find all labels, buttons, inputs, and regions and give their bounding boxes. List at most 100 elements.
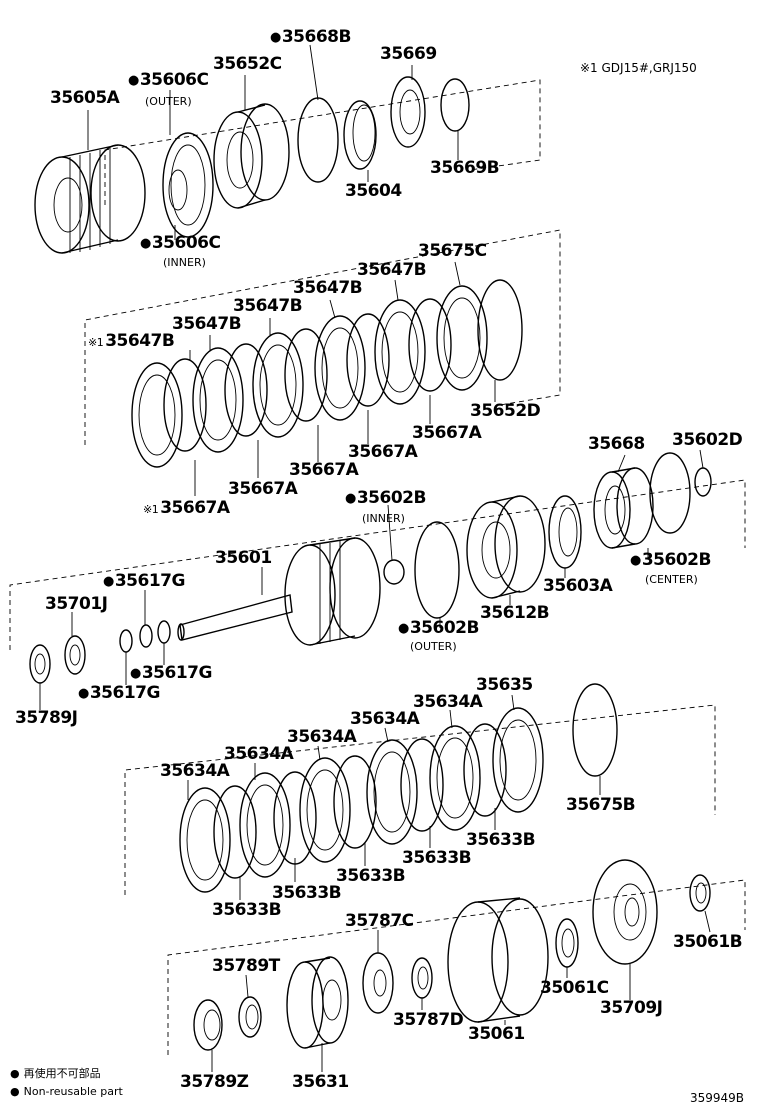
part-label-35635[interactable]: 35635 <box>476 675 533 695</box>
ring-35617G-a <box>157 620 171 644</box>
ring-gear-35709J <box>592 859 658 965</box>
part-label-35634A[interactable]: 35634A <box>160 761 230 781</box>
part-label-35647B[interactable]: 35647B <box>357 260 427 280</box>
group-box-3 <box>9 479 746 650</box>
part-label-35612B[interactable]: 35612B <box>480 603 550 623</box>
part-label-35061C[interactable]: 35061C <box>540 978 609 998</box>
part-label-35667A[interactable]: 35667A <box>412 423 482 443</box>
part-label-35061[interactable]: 35061 <box>468 1024 525 1044</box>
group-box-2 <box>84 229 561 445</box>
part-label-35602B-center[interactable]: 35602B <box>630 552 712 569</box>
part-label-35601[interactable]: 35601 <box>215 548 272 568</box>
o-ring-35602B-outer <box>414 521 460 619</box>
part-label-35668[interactable]: 35668 <box>588 434 645 454</box>
part-label-35667A[interactable]: 35667A <box>289 460 359 480</box>
part-label-35602B-inner[interactable]: 35602B <box>345 490 427 507</box>
part-label-35633B[interactable]: 35633B <box>336 866 406 886</box>
part-label-35789J[interactable]: 35789J <box>15 708 78 728</box>
part-label-35634A[interactable]: 35634A <box>413 692 483 712</box>
part-label-35631[interactable]: 35631 <box>292 1072 349 1092</box>
snap-ring-35602D <box>694 467 712 497</box>
part-label-35669B[interactable]: 35669B <box>430 158 500 178</box>
part-label-35667A[interactable]: 35667A <box>228 479 298 499</box>
part-label-35675B[interactable]: 35675B <box>566 795 636 815</box>
part-note-inner: (INNER) <box>362 512 405 525</box>
o-ring-35602B-center <box>649 452 691 534</box>
part-label-35603A[interactable]: 35603A <box>543 576 613 596</box>
part-label-35647B[interactable]: 35647B <box>172 314 242 334</box>
part-label-35647B[interactable]: 35647B <box>233 296 303 316</box>
o-ring-35668B <box>297 97 339 183</box>
part-label-35617G[interactable]: 35617G <box>78 685 161 702</box>
part-label-35604[interactable]: 35604 <box>345 181 402 201</box>
part-label-35652C[interactable]: 35652C <box>213 54 282 74</box>
part-label-35668B[interactable]: 35668B <box>270 29 352 46</box>
part-label-35617G[interactable]: 35617G <box>130 665 213 682</box>
part-label-35617G[interactable]: 35617G <box>103 573 186 590</box>
part-label-35667A[interactable]: 35667A <box>348 442 418 462</box>
plate-35675B <box>572 683 618 777</box>
part-label-35606C-inner[interactable]: 35606C <box>140 235 221 252</box>
group-box-5 <box>167 879 746 1055</box>
bullet-icon: ● <box>10 1067 20 1080</box>
part-label-35633B[interactable]: 35633B <box>212 900 282 920</box>
part-label-35633B[interactable]: 35633B <box>402 848 472 868</box>
part-label-35061B[interactable]: 35061B <box>673 932 743 952</box>
drum-35061 <box>447 897 549 1023</box>
part-label-35787C[interactable]: 35787C <box>345 911 414 931</box>
legend-line-english: ●Non-reusable part <box>10 1085 123 1098</box>
piston-35669 <box>390 76 426 148</box>
hub-35652C <box>213 103 290 209</box>
ring-35668 <box>593 467 654 549</box>
bullet-icon: ● <box>10 1085 20 1098</box>
part-label-35633B[interactable]: 35633B <box>272 883 342 903</box>
applicability-remark: ※1 GDJ15#,GRJ150 <box>580 61 697 75</box>
bearing-35061C <box>555 918 579 968</box>
group-box-1 <box>104 79 541 205</box>
part-label-35787D[interactable]: 35787D <box>393 1010 464 1030</box>
part-note-outer: (OUTER) <box>145 95 192 108</box>
plate-35787C <box>362 952 394 1014</box>
part-label-35633B[interactable]: 35633B <box>466 830 536 850</box>
part-label-35709J[interactable]: 35709J <box>600 998 663 1018</box>
bearing-35061B <box>689 874 711 912</box>
gear-35631 <box>286 956 349 1049</box>
part-label-35675C[interactable]: 35675C <box>418 241 487 261</box>
part-label-35605A[interactable]: 35605A <box>50 88 120 108</box>
clutch-disc-stack-upper <box>131 285 488 468</box>
bearing-35603A <box>548 495 582 569</box>
part-label-35647B[interactable]: 35647B <box>293 278 363 298</box>
washer-35701J <box>64 635 86 675</box>
part-label-35789T[interactable]: 35789T <box>212 956 280 976</box>
part-note-inner: (INNER) <box>163 256 206 269</box>
bearing-35789Z <box>193 999 223 1051</box>
shaft-35601 <box>177 537 381 646</box>
part-label-35669[interactable]: 35669 <box>380 44 437 64</box>
part-label-35634A[interactable]: 35634A <box>350 709 420 729</box>
ring-35617G-b <box>139 624 153 648</box>
gear-35612B <box>466 495 546 599</box>
plate-35606C <box>162 132 214 238</box>
plate-35652D <box>477 279 523 381</box>
ring-35604 <box>343 100 377 170</box>
part-label-35789Z[interactable]: 35789Z <box>180 1072 249 1092</box>
washer-35789T <box>238 996 262 1038</box>
ring-35787D <box>411 957 433 999</box>
illustration-code: 359949B <box>690 1091 745 1105</box>
part-note-outer: (OUTER) <box>410 640 457 653</box>
part-label-35602B-outer[interactable]: 35602B <box>398 620 480 637</box>
part-label-35634A[interactable]: 35634A <box>224 744 294 764</box>
leader-lines <box>39 44 711 1072</box>
clutch-disc-stack-lower <box>179 707 544 893</box>
snap-ring-35669B <box>440 78 470 132</box>
legend-line-japanese: ●再使用不可部品 <box>10 1067 101 1080</box>
part-label-35602D[interactable]: 35602D <box>672 430 743 450</box>
part-label-35701J[interactable]: 35701J <box>45 594 108 614</box>
part-label-35652D[interactable]: 35652D <box>470 401 541 421</box>
part-label-35606C-outer[interactable]: 35606C <box>128 72 209 89</box>
part-label-35634A[interactable]: 35634A <box>287 727 357 747</box>
ring-35617G-c <box>119 629 133 653</box>
